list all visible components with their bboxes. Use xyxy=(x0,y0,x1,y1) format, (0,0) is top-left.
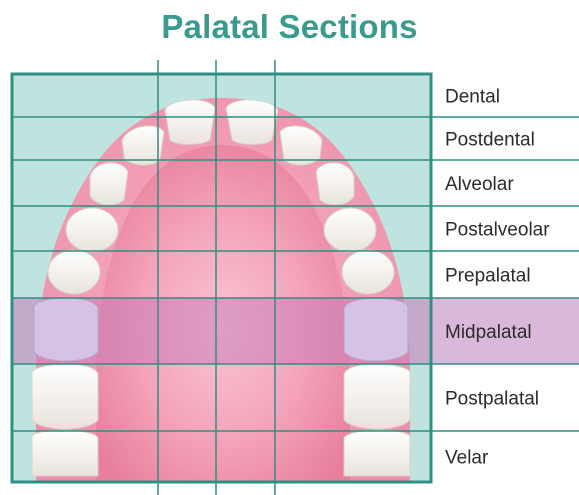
tooth-premolar-right-1 xyxy=(324,208,376,252)
section-label-postalveolar: Postalveolar xyxy=(445,220,550,241)
tooth-molar-left-1 xyxy=(34,298,98,361)
tooth-molar-right-1 xyxy=(344,298,408,361)
section-label-prepalatal: Prepalatal xyxy=(445,266,531,287)
section-label-dental: Dental xyxy=(445,87,500,108)
tooth-premolar-left-2 xyxy=(48,250,100,294)
tooth-canine-left xyxy=(90,163,128,205)
section-label-alveolar: Alveolar xyxy=(445,174,514,195)
tooth-molar-left-3 xyxy=(32,430,98,476)
tooth-incisor-left-central xyxy=(165,100,215,145)
section-label-velar: Velar xyxy=(445,448,489,469)
section-label-postdental: Postdental xyxy=(445,130,535,151)
tooth-incisor-right-lateral xyxy=(280,126,322,165)
section-label-midpalatal: Midpalatal xyxy=(445,322,532,343)
tooth-canine-right xyxy=(316,163,354,205)
tooth-premolar-right-2 xyxy=(342,250,394,294)
tooth-molar-right-2 xyxy=(344,364,410,429)
tooth-incisor-right-central xyxy=(226,100,278,145)
section-label-postpalatal: Postpalatal xyxy=(445,389,539,410)
tooth-premolar-left-1 xyxy=(66,208,118,252)
tooth-molar-left-2 xyxy=(32,364,98,429)
tooth-molar-right-3 xyxy=(344,430,410,476)
